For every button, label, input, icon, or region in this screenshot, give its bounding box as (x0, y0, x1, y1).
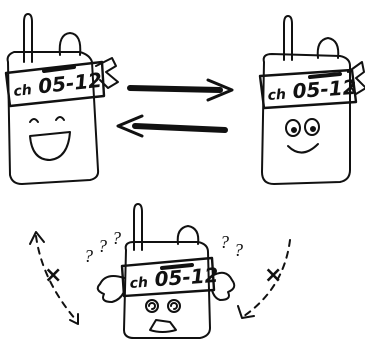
radio-top-right: ch 05-12 (260, 16, 365, 184)
svg-text:ch 05-12: ch 05-12 (12, 68, 103, 101)
question-mark: ? (220, 232, 229, 252)
dashed-arrow-left: × (30, 232, 78, 324)
antenna (24, 14, 32, 62)
confused-face (146, 300, 180, 332)
svg-text:ch 05-12: ch 05-12 (267, 75, 358, 105)
happy-face (30, 117, 70, 160)
question-marks: ? ? ? ? ? (84, 228, 243, 266)
arrow-left (118, 116, 225, 136)
smiling-face (286, 119, 319, 153)
channel-prefix: ch (267, 87, 286, 104)
cross-mark-left: × (44, 263, 62, 288)
radio-top-left: ch 05-12 (6, 14, 118, 184)
channel-prefix: ch (13, 82, 33, 100)
question-mark: ? (112, 228, 121, 248)
channel-code: 05-12 (292, 75, 357, 103)
left-hand (98, 276, 124, 302)
channel-code: 05-12 (154, 263, 219, 291)
question-mark: ? (98, 236, 107, 256)
arrow-right (130, 80, 232, 100)
cross-mark-right: × (264, 263, 282, 288)
radio-bottom: ch 05-12 (98, 204, 235, 338)
question-mark: ? (234, 240, 243, 260)
channel-prefix: ch (129, 275, 148, 292)
svg-text:ch 05-12: ch 05-12 (129, 263, 220, 293)
dashed-arrow-right: × (238, 240, 290, 318)
question-mark: ? (84, 246, 93, 266)
antenna (134, 204, 142, 250)
